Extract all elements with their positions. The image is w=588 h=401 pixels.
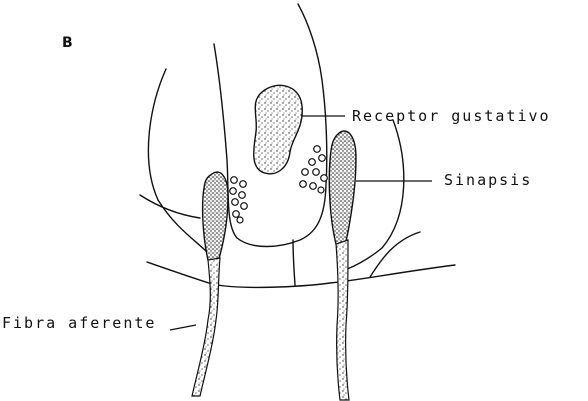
afferent-fiber-label: Fibra aferente: [2, 314, 156, 332]
leader-afferent: [170, 325, 196, 330]
synaptic-vesicles-right: [300, 146, 328, 193]
synaptic-vesicles-left: [230, 177, 248, 223]
epithelium-right-branch: [370, 232, 420, 277]
right-fiber-bulb: [329, 131, 356, 250]
epithelium-left-inner-branch: [140, 195, 200, 218]
cell-base-stem: [293, 240, 295, 285]
receptor-label: Receptor gustativo: [352, 107, 551, 125]
synapse-label: Sinapsis: [444, 171, 532, 189]
right-fiber-shaft: [336, 240, 349, 400]
left-fiber-bulb: [203, 172, 228, 267]
receptor-body: [254, 85, 303, 173]
basement-membrane: [147, 262, 455, 287]
panel-letter: B: [62, 35, 73, 51]
